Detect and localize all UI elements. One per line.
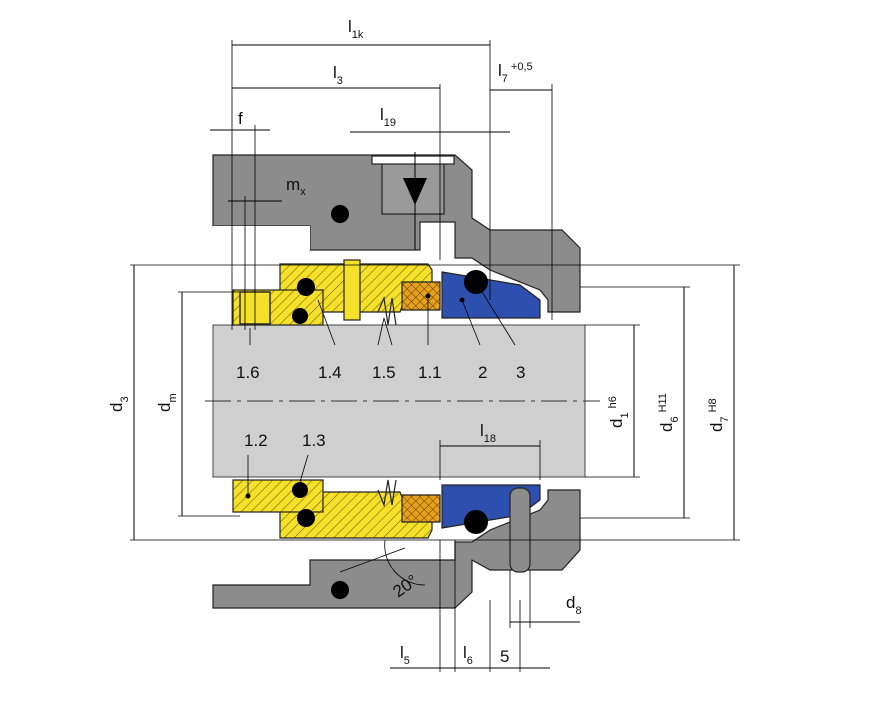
label-d1: d	[607, 419, 626, 428]
part-1-2: 1.2	[244, 431, 268, 450]
part-1-6: 1.6	[236, 363, 260, 382]
svg-text:l6: l6	[463, 643, 473, 667]
oring-housing-bottom	[331, 581, 349, 599]
spring-bottom	[377, 479, 397, 508]
oring-14-bottom	[297, 509, 315, 527]
oring-13-bottom	[292, 482, 308, 498]
label-five: 5	[500, 647, 509, 666]
svg-text:l18: l18	[480, 421, 496, 445]
part-1-5: 1.5	[372, 363, 396, 382]
label-d3: d	[107, 403, 126, 412]
oring-14-top	[297, 278, 315, 296]
svg-text:d1h6: d1h6	[607, 396, 631, 428]
svg-text:d6H11: d6H11	[657, 393, 681, 432]
dimension-labels: l1k l3 l7+0,5 l19 f mx l18 l5 l6 5 d8 d3…	[107, 17, 731, 667]
o-rings	[245, 205, 488, 599]
label-l19: l	[380, 105, 384, 124]
label-l1k: l	[348, 17, 352, 36]
svg-text:l1k: l1k	[348, 17, 364, 41]
part-1-1: 1.1	[418, 363, 442, 382]
label-l7: l	[498, 61, 502, 80]
label-l6: l	[463, 643, 467, 662]
pin-slot	[371, 155, 455, 165]
rotating-unit-bottom	[232, 479, 441, 539]
oring-housing-top	[331, 205, 349, 223]
oring-14b-top	[292, 308, 308, 324]
label-d8: d	[566, 593, 575, 612]
label-f: f	[238, 109, 243, 128]
part-1-3: 1.3	[302, 431, 326, 450]
svg-text:d3: d3	[107, 396, 131, 412]
svg-text:d8: d8	[566, 593, 582, 617]
label-mx: m	[286, 175, 300, 194]
label-dm: d	[155, 403, 174, 412]
label-d6: d	[657, 423, 676, 432]
label-d7: d	[707, 423, 726, 432]
seal-face-top	[401, 281, 441, 311]
dimension-lines	[130, 40, 740, 672]
part-2: 2	[478, 363, 487, 382]
flow-arrow	[403, 178, 427, 205]
part-labels: 1.6 1.4 1.5 1.1 2 3 1.2 1.3	[236, 363, 525, 450]
label-l5: l	[400, 643, 404, 662]
svg-text:l5: l5	[400, 643, 410, 667]
seal-face-bottom	[401, 494, 441, 523]
svg-text:l19: l19	[380, 105, 396, 129]
anti-rotation-pin	[509, 487, 531, 573]
housing	[212, 154, 581, 609]
screw-top	[343, 259, 361, 321]
part-1-4: 1.4	[318, 363, 342, 382]
svg-text:l3: l3	[333, 63, 343, 87]
rotating-unit-top	[232, 259, 441, 326]
housing-recess-top	[213, 226, 310, 250]
label-l18: l	[480, 421, 484, 440]
part-3: 3	[516, 363, 525, 382]
oring-seat-bottom	[464, 510, 488, 534]
spring-top	[377, 295, 397, 326]
svg-text:d7H8: d7H8	[707, 398, 731, 432]
label-l3: l	[333, 63, 337, 82]
svg-text:l7+0,5: l7+0,5	[498, 61, 533, 85]
housing-bottom	[212, 489, 581, 609]
housing-top	[212, 154, 581, 313]
svg-text:dm: dm	[155, 393, 179, 412]
svg-text:mx: mx	[286, 175, 306, 198]
